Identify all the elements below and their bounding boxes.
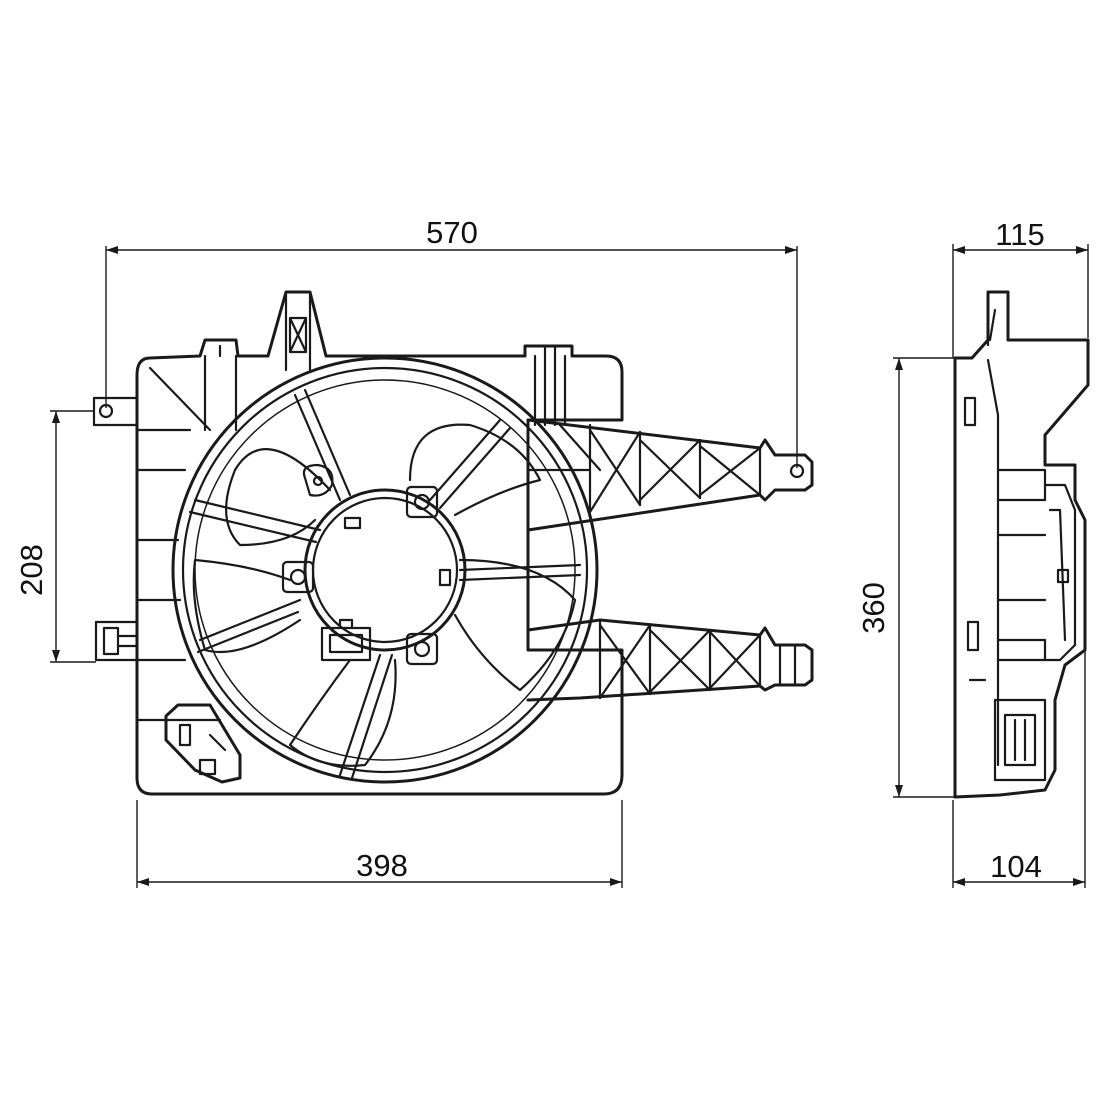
fan-ring-lip bbox=[194, 379, 576, 761]
dim-label-208: 208 bbox=[14, 544, 49, 596]
top-tab-right bbox=[533, 344, 567, 427]
hub-top-knob bbox=[302, 463, 334, 497]
dimension-104: 104 bbox=[952, 650, 1086, 888]
fan-spokes bbox=[188, 388, 582, 780]
upper-bracket bbox=[526, 418, 814, 532]
front-view bbox=[92, 290, 814, 796]
shroud-ribs bbox=[135, 366, 222, 722]
dim-label-104: 104 bbox=[990, 849, 1042, 884]
dimension-115: 115 bbox=[952, 217, 1089, 358]
fan-blades bbox=[192, 423, 577, 767]
dim-label-570: 570 bbox=[426, 215, 478, 250]
dimension-570: 570 bbox=[105, 215, 798, 468]
motor-hub-outer bbox=[303, 488, 467, 652]
top-tab-center bbox=[284, 290, 312, 372]
lower-bracket bbox=[526, 618, 814, 702]
side-view bbox=[953, 290, 1090, 799]
dim-label-398: 398 bbox=[356, 848, 408, 883]
dim-label-360: 360 bbox=[856, 582, 891, 634]
top-tab-left bbox=[203, 344, 238, 432]
hub-connector bbox=[320, 618, 372, 662]
motor-hub-inner bbox=[311, 496, 459, 644]
left-clip bbox=[94, 620, 139, 662]
dimension-398: 398 bbox=[136, 800, 623, 888]
dimension-360: 360 bbox=[856, 357, 955, 798]
dim-label-115: 115 bbox=[995, 217, 1044, 252]
dimension-208: 208 bbox=[14, 410, 96, 663]
electrical-connector bbox=[164, 703, 242, 784]
shroud-outline bbox=[135, 290, 624, 796]
hub-mount-bosses bbox=[281, 485, 452, 666]
fan-ring-outer bbox=[171, 356, 599, 784]
side-profile bbox=[953, 290, 1090, 799]
fan-ring-inner bbox=[181, 366, 589, 774]
